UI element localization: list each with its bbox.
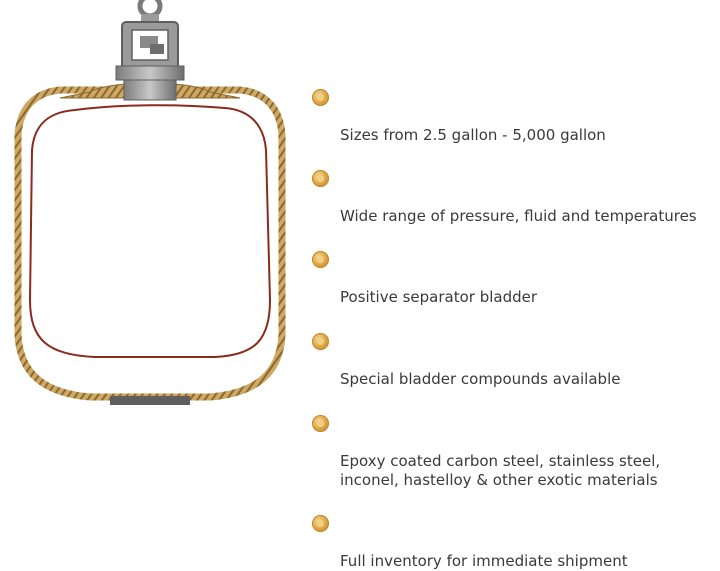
feature-item: Sizes from 2.5 gallon - 5,000 gallon — [310, 88, 715, 145]
feature-item: Full inventory for immediate shipment — [310, 514, 715, 571]
tank-illustration — [14, 0, 286, 405]
tank-shell — [14, 86, 286, 401]
separator-bladder — [28, 104, 272, 358]
gold-circle-bullet-icon — [312, 515, 329, 532]
valve-assembly-icon — [115, 0, 185, 101]
gold-circle-bullet-icon — [312, 333, 329, 350]
gold-circle-bullet-icon — [312, 89, 329, 106]
feature-item: Wide range of pressure, fluid and temper… — [310, 169, 715, 226]
gold-circle-bullet-icon — [312, 170, 329, 187]
feature-text: Epoxy coated carbon steel, stainless ste… — [340, 452, 661, 489]
feature-text: Full inventory for immediate shipment — [340, 552, 628, 570]
feature-item: Epoxy coated carbon steel, stainless ste… — [310, 414, 715, 490]
feature-text: Positive separator bladder — [340, 288, 538, 306]
feature-item: Special bladder compounds available — [310, 332, 715, 389]
feature-item: Positive separator bladder — [310, 250, 715, 307]
feature-list: Sizes from 2.5 gallon - 5,000 gallon Wid… — [310, 88, 715, 571]
gold-circle-bullet-icon — [312, 415, 329, 432]
feature-text: Wide range of pressure, fluid and temper… — [340, 207, 697, 225]
gold-circle-bullet-icon — [312, 251, 329, 268]
feature-text: Sizes from 2.5 gallon - 5,000 gallon — [340, 126, 606, 144]
feature-text: Special bladder compounds available — [340, 370, 621, 388]
bottom-port — [110, 396, 190, 405]
